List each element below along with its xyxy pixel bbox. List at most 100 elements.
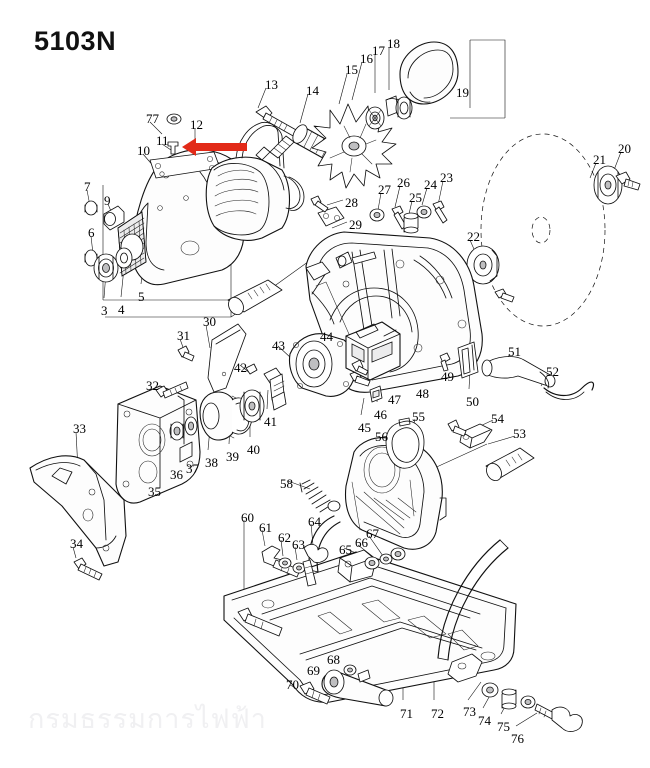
fan-group [311,103,397,189]
callout-number-32: 32 [146,378,159,393]
callout-number-10: 10 [137,143,150,158]
callout-number-34: 34 [70,536,83,551]
brush-parts-group [84,200,125,267]
callout-number-28: 28 [345,195,358,210]
blade-flange-group [466,165,641,303]
callout-number-66: 66 [355,535,368,550]
callout-number-44: 44 [320,329,333,344]
callout-number-36: 36 [170,467,183,482]
callout-number-58: 58 [280,476,293,491]
stator-group [205,122,305,241]
callout-number-25: 25 [409,190,422,205]
callout-number-21: 21 [593,152,606,167]
callout-number-72: 72 [431,706,444,721]
callout-number-30: 30 [203,314,216,329]
callout-number-61: 61 [259,520,272,535]
callout-number-39: 39 [226,449,239,464]
callout-number-73: 73 [463,704,476,719]
callout-number-69: 69 [307,663,320,678]
page-title: 5103N [34,26,117,56]
callout-number-53: 53 [513,426,526,441]
callout-number-63: 63 [292,537,305,552]
callout-number-22: 22 [467,229,480,244]
base-plate-group [223,515,517,703]
callout-number-76: 76 [511,731,524,746]
callout-number-38: 38 [205,455,218,470]
callout-number-42: 42 [234,360,247,375]
switch-group [345,321,479,403]
tube-part-2-group [485,447,535,482]
callout-number-24: 24 [424,177,437,192]
fasteners-23-27-group [369,200,448,234]
callout-number-54: 54 [491,411,504,426]
callout-number-31: 31 [177,328,190,343]
callout-number-74: 74 [478,713,491,728]
callout-number-4: 4 [118,302,125,317]
callout-number-19: 19 [456,85,469,100]
callout-number-14: 14 [306,83,319,98]
callout-number-68: 68 [327,652,340,667]
saw-blade-group [480,133,606,327]
callout-number-41: 41 [264,414,277,429]
callout-number-50: 50 [466,394,479,409]
callout-number-18: 18 [387,36,400,51]
callout-number-5: 5 [138,289,145,304]
cord-group [481,356,595,400]
gear-train-group [169,333,371,441]
callout-number-29: 29 [349,217,362,232]
callout-number-9: 9 [104,193,111,208]
callout-number-67: 67 [366,526,379,541]
watermark-text: กรมธรรมการไฟฟ้า [28,704,267,735]
callout-number-3: 3 [101,303,108,318]
callout-number-71: 71 [400,706,413,721]
callout-number-55: 55 [412,409,425,424]
callout-number-64: 64 [308,514,321,529]
callout-number-46: 46 [374,407,387,422]
callout-number-13: 13 [265,77,278,92]
callout-number-15: 15 [345,62,358,77]
callout-number-75: 75 [497,719,510,734]
callout-number-62: 62 [278,530,291,545]
callout-number-35: 35 [148,484,161,499]
safety-cover-group [344,417,493,550]
callout-number-16: 16 [360,51,373,66]
callout-number-56: 56 [375,429,388,444]
rip-fence-group [177,323,247,393]
callout-number-45: 45 [358,420,371,435]
callout-number-52: 52 [546,364,559,379]
plate-29-group [310,195,345,227]
bearing-3-group [93,247,133,283]
callout-number-48: 48 [416,386,429,401]
brush-plate-group [149,113,221,179]
callout-number-51: 51 [508,344,521,359]
callout-number-6: 6 [88,225,95,240]
callout-number-7: 7 [84,179,91,194]
highlight-arrow [182,138,247,156]
tube-part-group [227,279,283,316]
side-handle-group [29,455,127,581]
callout-number-33: 33 [73,421,86,436]
lever-group [299,664,394,707]
callout-number-17: 17 [372,43,385,58]
callout-number-27: 27 [378,182,391,197]
base-fasteners-group [237,543,406,637]
callout-number-49: 49 [441,369,454,384]
bearings-ring-group [365,41,459,130]
callout-number-11: 11 [156,133,169,148]
spring-group [299,479,341,513]
callout-number-43: 43 [272,338,285,353]
callout-number-77: 77 [146,111,159,126]
fasteners-73-76-group [481,682,583,732]
callout-number-60: 60 [241,510,254,525]
gear-housing-cover-group [115,381,201,504]
callout-number-47: 47 [388,392,401,407]
callout-number-12: 12 [190,117,203,132]
callout-number-20: 20 [618,141,631,156]
callout-number-40: 40 [247,442,260,457]
callout-number-65: 65 [339,542,352,557]
callout-number-37: 37 [186,461,199,476]
callout-number-26: 26 [397,175,410,190]
callout-number-23: 23 [440,170,453,185]
